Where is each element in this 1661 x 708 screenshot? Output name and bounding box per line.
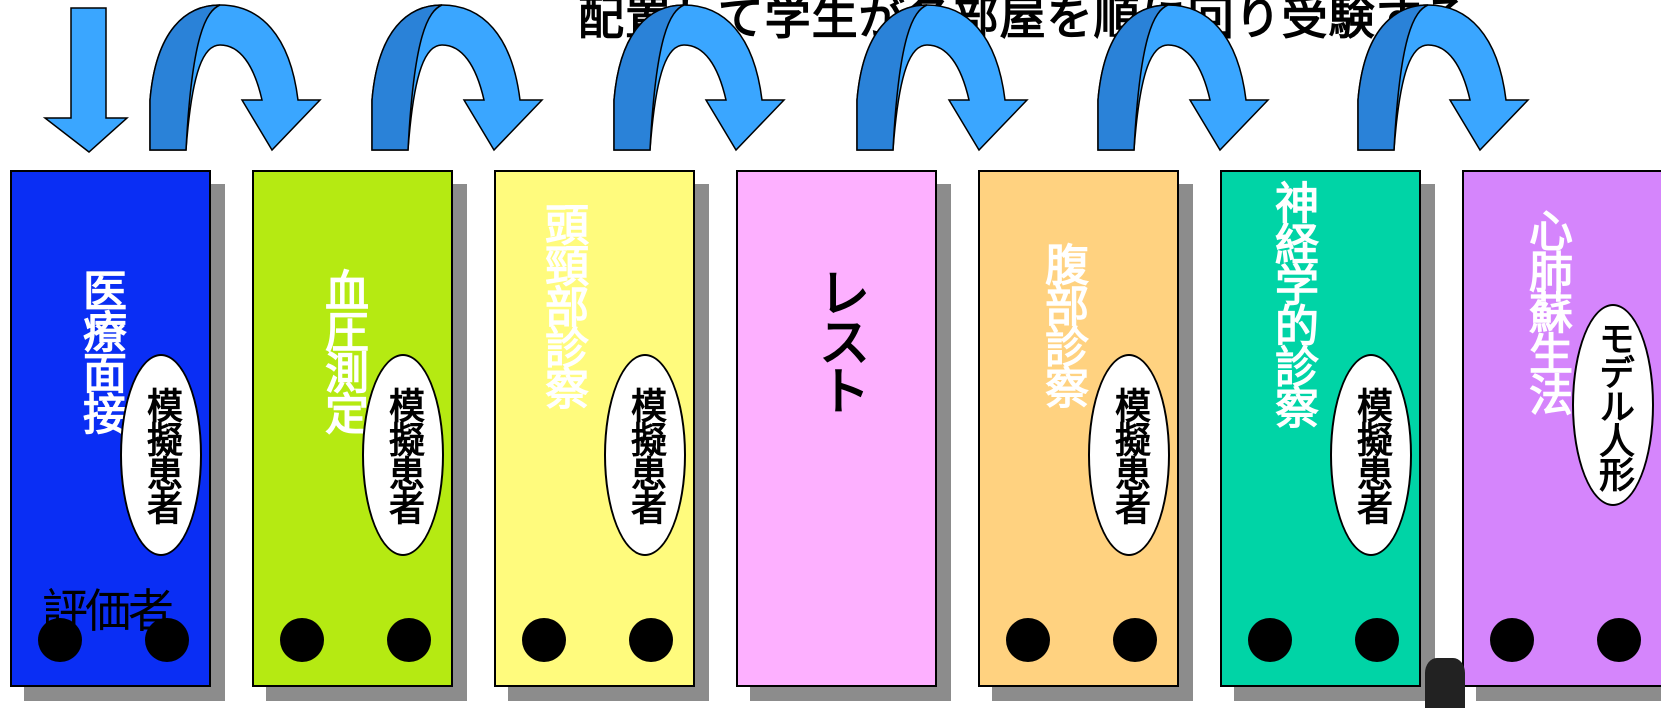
arrow-4 bbox=[856, 4, 1028, 151]
arrow-2 bbox=[371, 4, 543, 151]
dot bbox=[280, 618, 324, 662]
station-label: 腹部診察 bbox=[1037, 242, 1088, 406]
dot bbox=[387, 618, 431, 662]
dot bbox=[1113, 618, 1157, 662]
standardized-patient-oval: 模擬患者 bbox=[604, 354, 686, 556]
station-label: 血圧測定 bbox=[317, 268, 368, 432]
station-head-neck: 頭頸部診察 模擬患者 bbox=[494, 170, 709, 701]
dot bbox=[1597, 618, 1641, 662]
dot bbox=[629, 618, 673, 662]
arrow-1 bbox=[149, 4, 321, 151]
station-label: 神経学的診察 bbox=[1267, 180, 1318, 426]
arrow-3 bbox=[613, 4, 785, 151]
dot bbox=[522, 618, 566, 662]
entry-arrow bbox=[42, 7, 129, 153]
dot bbox=[1490, 618, 1534, 662]
station-label: 頭頸部診察 bbox=[537, 202, 588, 407]
station-rest: レスト bbox=[736, 170, 951, 701]
station-label: 医療面接 bbox=[75, 268, 126, 432]
station-label: レスト bbox=[809, 266, 869, 413]
station-label: 心肺蘇生法 bbox=[1521, 208, 1572, 413]
station-cpr: 心肺蘇生法 モデル人形 bbox=[1462, 170, 1661, 701]
person-silhouette bbox=[1425, 658, 1465, 708]
flow-arrows bbox=[42, 4, 1529, 153]
standardized-patient-oval: 模擬患者 bbox=[1088, 354, 1170, 556]
dot bbox=[1006, 618, 1050, 662]
station-interview: 医療面接 模擬患者 評価者 bbox=[10, 170, 225, 701]
station-abdomen: 腹部診察 模擬患者 bbox=[978, 170, 1193, 701]
dot bbox=[1248, 618, 1292, 662]
standardized-patient-oval: 模擬患者 bbox=[1330, 354, 1412, 556]
arrow-5 bbox=[1097, 4, 1269, 151]
station-neurological: 神経学的診察 模擬患者 bbox=[1220, 170, 1435, 701]
model-doll-oval: モデル人形 bbox=[1572, 304, 1654, 506]
dot bbox=[1355, 618, 1399, 662]
standardized-patient-oval: 模擬患者 bbox=[362, 354, 444, 556]
station-blood-pressure: 血圧測定 模擬患者 bbox=[252, 170, 467, 701]
dot bbox=[145, 618, 189, 662]
standardized-patient-oval: 模擬患者 bbox=[120, 354, 202, 556]
arrow-6 bbox=[1357, 4, 1529, 151]
dot bbox=[38, 618, 82, 662]
evaluator-label: 評価者 bbox=[42, 584, 174, 638]
